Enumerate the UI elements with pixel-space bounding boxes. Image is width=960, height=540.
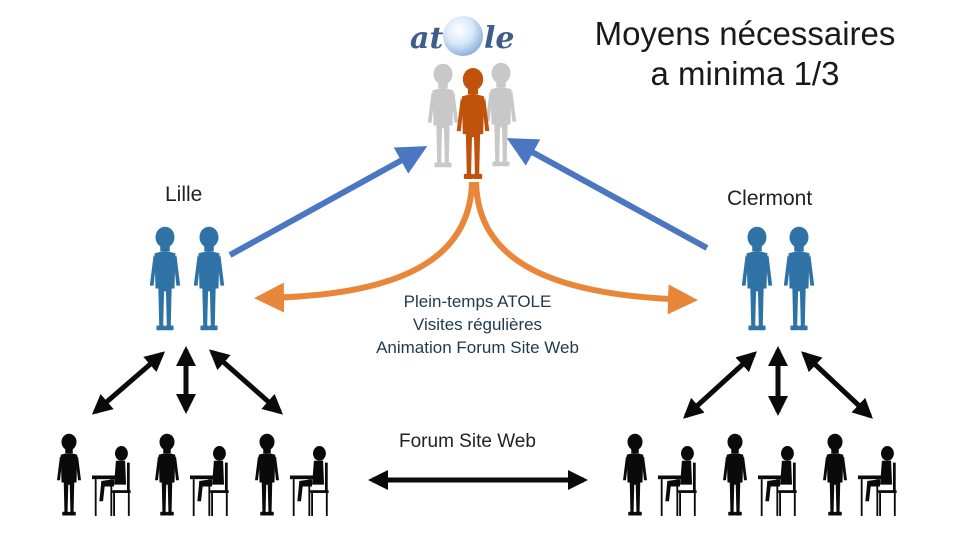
center-description: Plein-temps ATOLE Visites régulières Ani… — [330, 290, 625, 359]
seated-student — [290, 446, 329, 516]
logo-text-start: at — [410, 21, 443, 56]
seated-student — [758, 446, 797, 516]
seated-student — [92, 446, 131, 516]
center-line-3: Animation Forum Site Web — [376, 338, 579, 357]
black-arrow — [801, 351, 873, 419]
forum-label: Forum Site Web — [399, 431, 536, 452]
grey-person-left — [427, 63, 459, 168]
standing-student — [255, 433, 279, 516]
site-label-lille: Lille — [165, 183, 203, 206]
seated-student — [858, 446, 897, 516]
lille-team — [149, 226, 225, 331]
atole-logo: at le — [410, 16, 514, 56]
lille-arrows — [91, 346, 283, 415]
slide-title: Moyens nécessaires a minima 1/3 — [560, 14, 930, 94]
standing-student — [57, 433, 81, 516]
seated-student — [190, 446, 229, 516]
standing-student — [823, 433, 847, 516]
standing-student — [723, 433, 747, 516]
black-arrow — [209, 349, 283, 415]
clermont-arrows — [683, 346, 873, 419]
blue-arrow-right — [506, 138, 709, 251]
standing-student — [623, 433, 647, 516]
site-label-clermont: Clermont — [727, 187, 813, 210]
blue-person — [193, 226, 225, 331]
logo-text-end: le — [484, 21, 514, 56]
center-line-1: Plein-temps ATOLE — [403, 292, 552, 311]
orange-arrow-right — [473, 181, 698, 315]
title-line-1: Moyens nécessaires — [594, 15, 896, 52]
grey-person-right — [485, 62, 517, 167]
blue-arrow-left — [228, 146, 428, 258]
blue-person — [149, 226, 181, 331]
blue-person — [783, 226, 815, 331]
standing-student — [155, 433, 179, 516]
center-line-2: Visites régulières — [412, 315, 543, 334]
seated-student — [658, 446, 697, 516]
clermont-students — [623, 433, 897, 516]
logo-bubble — [443, 16, 483, 56]
lille-students — [57, 433, 329, 516]
clermont-team — [741, 226, 815, 331]
orange-arrow-left — [254, 181, 475, 313]
black-arrow — [683, 351, 757, 419]
orange-person — [456, 68, 490, 179]
blue-person — [741, 226, 773, 331]
title-line-2: a minima 1/3 — [650, 55, 840, 92]
black-arrow — [91, 351, 166, 415]
atole-team — [427, 62, 517, 179]
